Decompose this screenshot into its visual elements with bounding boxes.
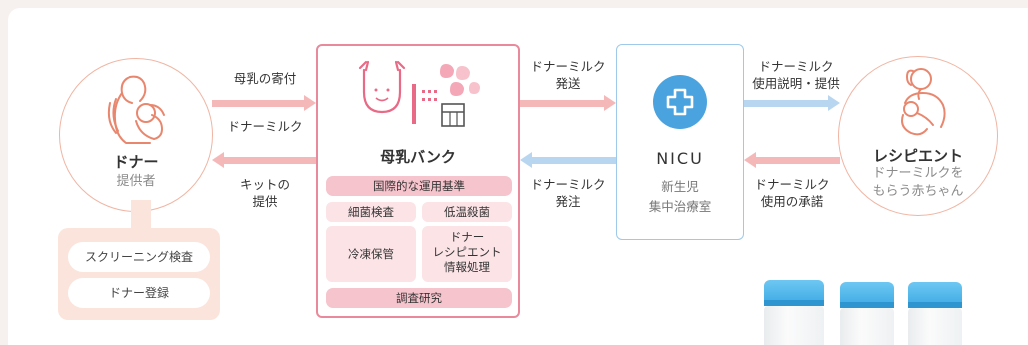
nicu-box: NICU 新生児 集中治療室 (616, 44, 744, 240)
recipient-subtitle-line-1: ドナーミルクを (872, 166, 964, 181)
donor-title: ドナー (113, 153, 159, 171)
donor-subtitle: 提供者 (116, 174, 156, 189)
consent-label-2: 使用の承諾 (760, 194, 824, 209)
screening-box: スクリーニング検査 ドナー登録 (58, 228, 220, 320)
donor-registration-pill: ドナー登録 (68, 278, 210, 308)
milk-bank-box: 母乳バンク 国際的な運用基準 細菌検査 低温殺菌 冷凍保管 ドナー レシピエント… (316, 44, 520, 318)
donor-milk-label: ドナーミルク (227, 119, 303, 134)
ship-label-2: 発送 (555, 76, 581, 91)
usage-explanation-label-1: ドナーミルク (758, 59, 834, 74)
low-temp-sterilization-cell: 低温殺菌 (422, 202, 512, 222)
mother-baby-icon (901, 68, 946, 136)
recipient-title: レシピエント (872, 147, 963, 165)
order-label-2: 発注 (555, 194, 581, 209)
international-standard-bar: 国際的な運用基準 (326, 176, 512, 196)
info-processing-line-2: レシピエント (432, 245, 502, 259)
nicu-to-recipient-arrow (744, 95, 840, 111)
nicu-subtitle-line-1: 新生児 (661, 179, 699, 194)
bank-to-donor-arrow (212, 152, 316, 168)
recipient-subtitle: ドナーミルクを もらう赤ちゃん (839, 165, 997, 201)
bacteria-test-cell: 細菌検査 (326, 202, 416, 222)
info-processing-line-1: ドナー (449, 230, 485, 244)
donor-circle: ドナー 提供者 (59, 58, 213, 212)
donor-to-bank-arrow (212, 95, 316, 111)
medical-cross-icon (653, 75, 707, 129)
research-bar: 調査研究 (326, 288, 512, 308)
donation-label: 母乳の寄付 (233, 71, 297, 86)
milk-bank-logo (358, 60, 480, 127)
ship-label-1: ドナーミルク (530, 59, 606, 74)
milk-bottle-1 (764, 280, 824, 345)
nicu-subtitle-line-2: 集中治療室 (648, 199, 712, 214)
bank-to-nicu-arrow (520, 95, 616, 111)
recipient-circle: レシピエント ドナーミルクを もらう赤ちゃん (838, 56, 998, 216)
info-processing-line-3: 情報処理 (444, 260, 490, 274)
nicu-title: NICU (656, 149, 704, 168)
milk-bottle-3 (908, 282, 962, 345)
kit-provision-label-2: 提供 (252, 194, 278, 209)
mother-nursing-icon (107, 75, 165, 144)
usage-explanation-label-2: 使用説明・提供 (752, 76, 840, 91)
milk-bottle-2 (840, 282, 894, 345)
order-label-1: ドナーミルク (530, 177, 606, 192)
milk-bank-title: 母乳バンク (380, 148, 456, 166)
screening-connector (131, 200, 151, 230)
consent-label-1: ドナーミルク (754, 177, 830, 192)
kit-provision-label-1: キットの (239, 177, 290, 192)
info-processing-cell: ドナー レシピエント 情報処理 (422, 226, 512, 282)
frozen-storage-cell: 冷凍保管 (326, 226, 416, 282)
screening-test-pill: スクリーニング検査 (68, 242, 210, 272)
nicu-subtitle: 新生児 集中治療室 (617, 177, 743, 217)
recipient-subtitle-line-2: もらう赤ちゃん (872, 184, 964, 199)
recipient-to-nicu-arrow (744, 152, 840, 168)
nicu-to-bank-arrow (520, 152, 616, 168)
